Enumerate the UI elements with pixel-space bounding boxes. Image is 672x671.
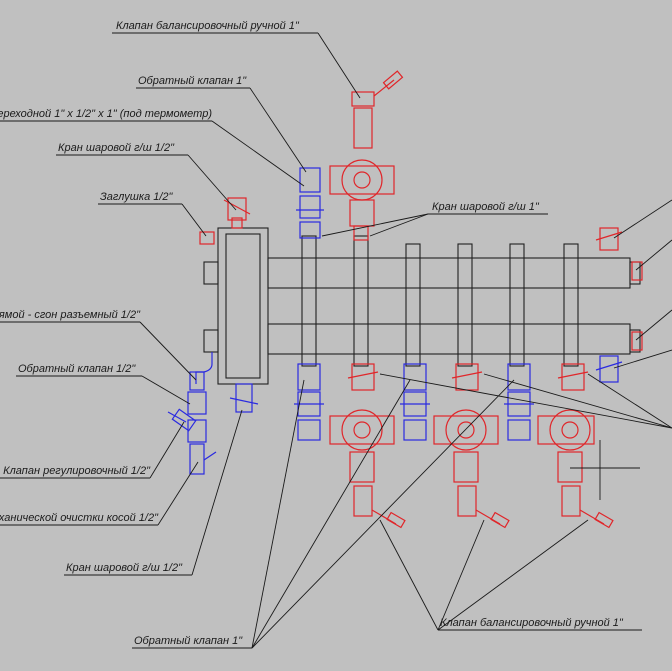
left-drain-assembly	[167, 352, 217, 475]
label-union: Ниппель прямой - сгон разъемный 1/2"	[0, 309, 141, 321]
plug-and-top-valve	[199, 197, 251, 245]
label-bottom-balancing-valve: Клапан балансировочный ручной 1"	[440, 617, 624, 629]
riser-pipes	[301, 235, 579, 367]
label-check-valve-1in-bottom: Обратный клапан 1"	[134, 635, 243, 647]
top-pump-group	[296, 70, 404, 241]
label-check-valve-half: Обратный клапан 1/2"	[18, 363, 136, 375]
right-fittings	[595, 227, 643, 383]
label-check-valve-1in: Обратный клапан 1"	[138, 75, 247, 87]
annotation-labels: Клапан балансировочный ручной 1" Обратны…	[0, 20, 624, 647]
label-filter: Фильтр механической очистки косой 1/2"	[0, 512, 159, 524]
label-adapter: Переходной 1" x 1/2" x 1" (под термометр…	[0, 108, 212, 120]
label-regulating-valve: Клапан регулировочный 1/2"	[3, 465, 151, 477]
leader-lines	[0, 32, 672, 649]
label-top-balancing-valve: Клапан балансировочный ручной 1"	[116, 20, 300, 32]
label-ball-valve-1in: Кран шаровой г/ш 1"	[432, 201, 540, 213]
manifold-body	[203, 227, 641, 385]
lower-blue-valves	[229, 363, 534, 441]
lower-red-pumps	[329, 363, 640, 529]
label-ball-valve-half-top: Кран шаровой г/ш 1/2"	[58, 142, 175, 154]
label-plug: Заглушка 1/2"	[100, 191, 174, 203]
label-ball-valve-half-bottom: Кран шаровой г/ш 1/2"	[66, 562, 183, 574]
